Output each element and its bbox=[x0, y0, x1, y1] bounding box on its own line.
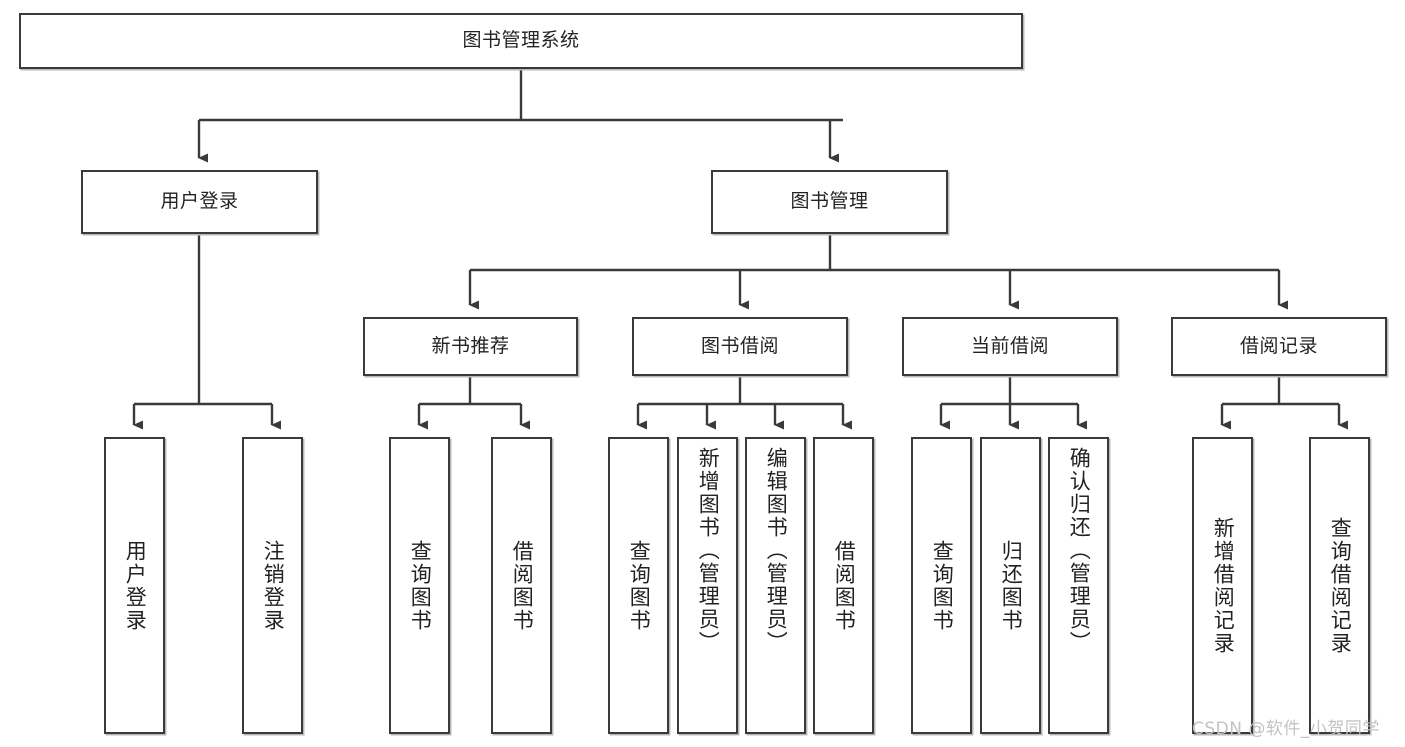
node-current-borrow[interactable]: 当前借阅 bbox=[902, 317, 1118, 376]
leaf-book-borrow-add[interactable]: 新增图书（管理员） bbox=[677, 437, 738, 734]
leaf-new-book-borrow[interactable]: 借阅图书 bbox=[491, 437, 552, 734]
leaf-book-borrow-borrow[interactable]: 借阅图书 bbox=[813, 437, 874, 734]
leaf-new-book-query-label: 查询图书 bbox=[408, 539, 433, 632]
node-current-borrow-label: 当前借阅 bbox=[970, 334, 1049, 357]
node-new-book-recommend[interactable]: 新书推荐 bbox=[363, 317, 578, 376]
csdn-watermark: CSDN @软件_小贺同学 bbox=[1192, 719, 1380, 739]
node-book-borrow[interactable]: 图书借阅 bbox=[632, 317, 848, 376]
node-user-login-label: 用户登录 bbox=[160, 190, 239, 213]
leaf-user-login-signin-label: 用户登录 bbox=[123, 539, 148, 632]
leaf-user-login-signout[interactable]: 注销登录 bbox=[242, 437, 303, 734]
leaf-book-borrow-add-label: 新增图书（管理员） bbox=[696, 447, 721, 654]
leaf-current-borrow-confirm[interactable]: 确认归还（管理员） bbox=[1048, 437, 1109, 734]
leaf-borrow-record-add-label: 新增借阅记录 bbox=[1211, 516, 1236, 655]
leaf-user-login-signin[interactable]: 用户登录 bbox=[104, 437, 165, 734]
node-borrow-record[interactable]: 借阅记录 bbox=[1171, 317, 1387, 376]
node-book-borrow-label: 图书借阅 bbox=[700, 334, 779, 357]
node-user-login[interactable]: 用户登录 bbox=[81, 170, 318, 234]
node-new-book-recommend-label: 新书推荐 bbox=[431, 334, 510, 357]
node-root[interactable]: 图书管理系统 bbox=[19, 13, 1023, 69]
leaf-borrow-record-query-label: 查询借阅记录 bbox=[1328, 516, 1353, 655]
leaf-book-borrow-query-label: 查询图书 bbox=[627, 539, 652, 632]
leaf-book-borrow-edit-label: 编辑图书（管理员） bbox=[764, 447, 789, 654]
leaf-borrow-record-add[interactable]: 新增借阅记录 bbox=[1192, 437, 1253, 734]
leaf-borrow-record-query[interactable]: 查询借阅记录 bbox=[1309, 437, 1370, 734]
leaf-book-borrow-query[interactable]: 查询图书 bbox=[608, 437, 669, 734]
node-borrow-record-label: 借阅记录 bbox=[1239, 334, 1318, 357]
leaf-current-borrow-confirm-label: 确认归还（管理员） bbox=[1067, 447, 1092, 654]
node-book-management[interactable]: 图书管理 bbox=[711, 170, 948, 234]
leaf-new-book-query[interactable]: 查询图书 bbox=[389, 437, 450, 734]
node-root-label: 图书管理系统 bbox=[462, 29, 580, 52]
leaf-book-borrow-borrow-label: 借阅图书 bbox=[832, 539, 857, 632]
leaf-current-borrow-return[interactable]: 归还图书 bbox=[980, 437, 1041, 734]
leaf-new-book-borrow-label: 借阅图书 bbox=[510, 539, 535, 632]
leaf-current-borrow-query-label: 查询图书 bbox=[930, 539, 955, 632]
leaf-current-borrow-query[interactable]: 查询图书 bbox=[911, 437, 972, 734]
node-book-management-label: 图书管理 bbox=[790, 190, 869, 213]
leaf-user-login-signout-label: 注销登录 bbox=[261, 539, 286, 632]
leaf-book-borrow-edit[interactable]: 编辑图书（管理员） bbox=[745, 437, 806, 734]
leaf-current-borrow-return-label: 归还图书 bbox=[999, 539, 1024, 632]
